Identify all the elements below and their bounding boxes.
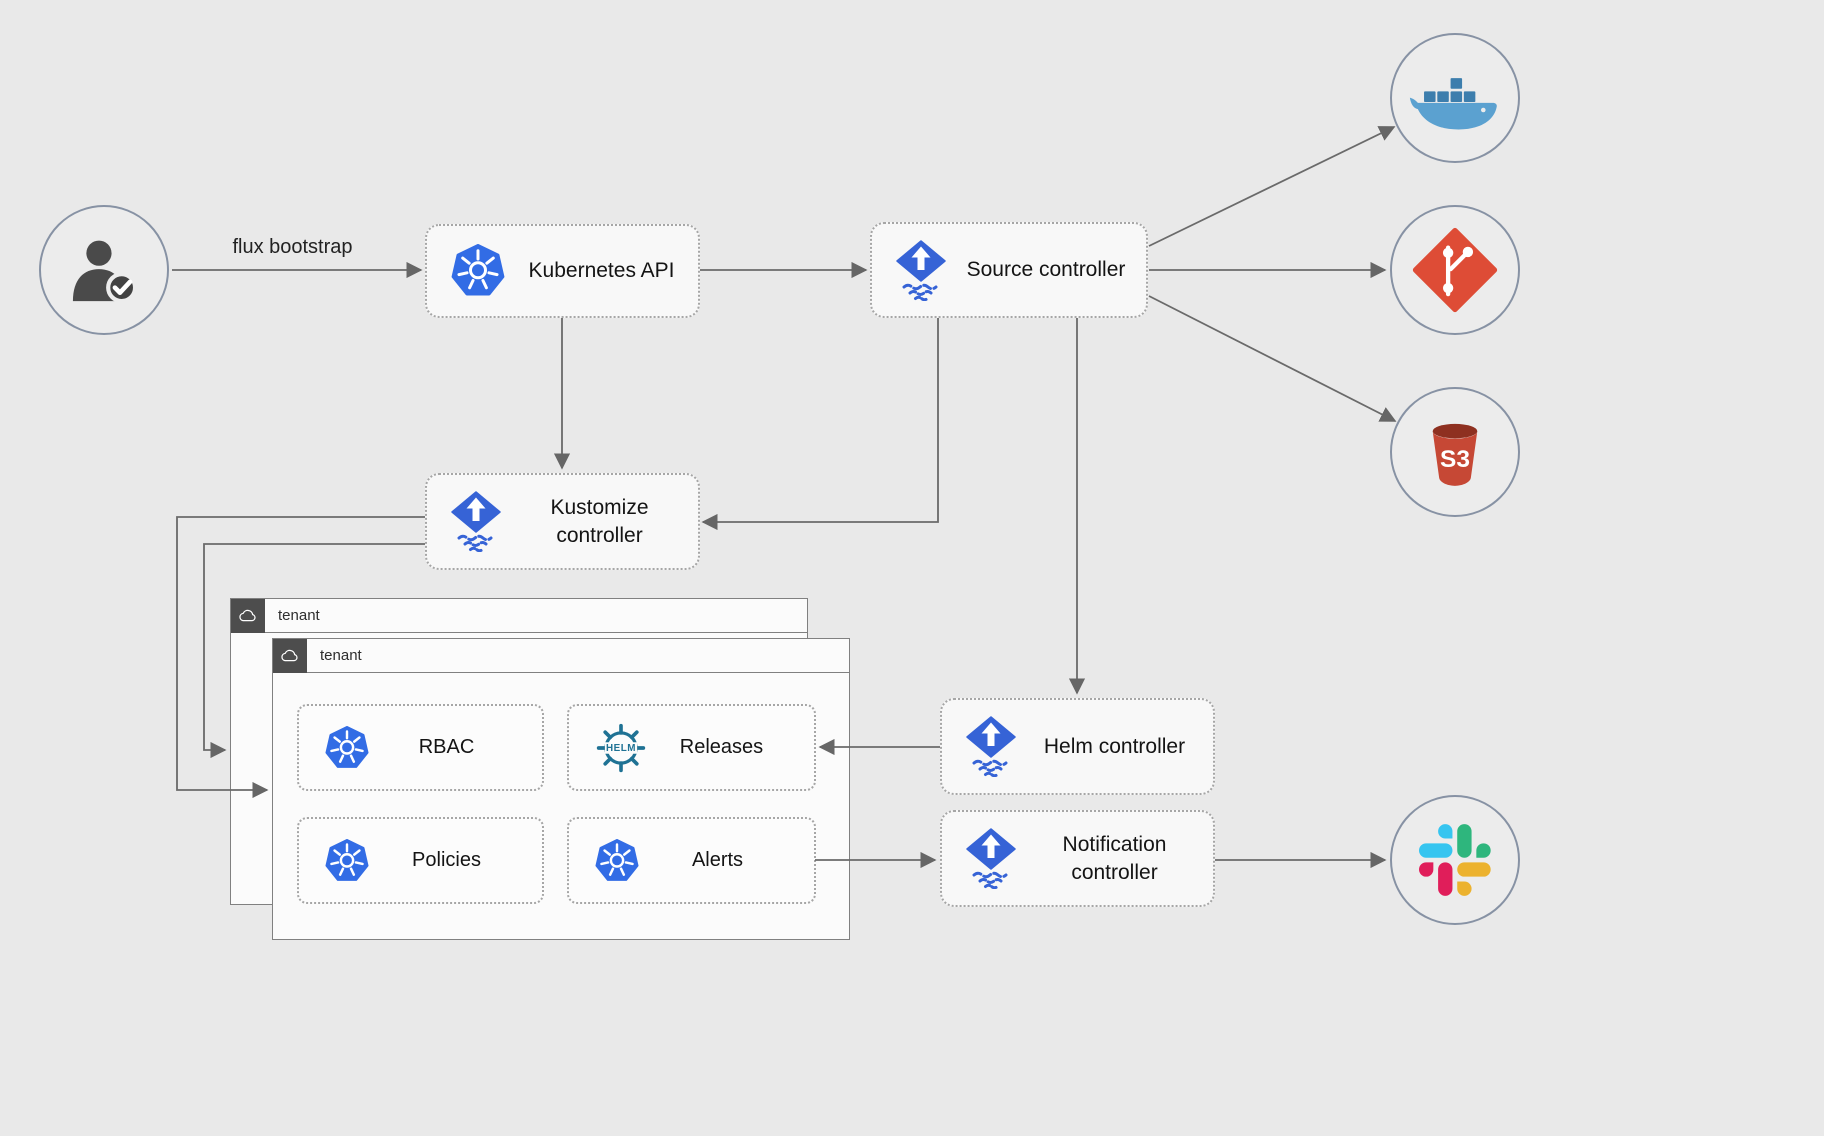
edge-source-to-s3 [1148,295,1397,422]
tenant-title: tenant [278,607,320,624]
slack-icon [1419,824,1491,896]
node-kubernetes-api: Kubernetes API [425,224,700,318]
tenant-window-front: tenant RBAC HELM [272,638,850,940]
node-label: Alerts [691,849,744,871]
docker-icon [1409,77,1497,129]
node-policies: Policies [297,817,544,904]
user-check-icon [72,240,138,304]
node-git-repository [1390,205,1520,335]
cloud-icon [231,598,265,633]
flux-icon [966,828,1016,889]
node-kustomize-controller: Kustomize controller [425,473,700,570]
helm-text: HELM [606,743,636,754]
tenant-title: tenant [320,647,362,664]
tenant-header: tenant [231,598,807,633]
node-label: RBAC [418,736,475,758]
node-label: Source controller [966,258,1126,282]
node-user [39,205,169,335]
node-label: Policies [412,849,481,871]
cloud-icon [273,638,307,673]
node-label: Helm controller [1043,734,1186,758]
node-label: Kustomize controller [550,496,649,547]
node-label: Releases [679,736,764,758]
edge-source-to-kustomize [701,318,939,531]
kubernetes-icon [451,244,505,298]
flux-icon [896,240,946,301]
kubernetes-icon [595,839,639,883]
kubernetes-icon [325,839,369,883]
node-helm-controller: Helm controller [940,698,1215,795]
helm-icon: HELM [596,723,646,772]
node-source-controller: Source controller [870,222,1148,318]
node-docker-registry [1390,33,1520,163]
kubernetes-icon [325,726,369,770]
node-s3-bucket: S3 [1390,387,1520,517]
flux-icon [451,491,501,552]
node-releases: HELM Releases [567,704,816,791]
s3-icon: S3 [1432,423,1478,486]
tenant-header: tenant [273,638,849,673]
node-rbac: RBAC [297,704,544,791]
node-alerts: Alerts [567,817,816,904]
node-slack [1390,795,1520,925]
flux-bootstrap-label: flux bootstrap [232,236,353,258]
edge-source-to-docker [1148,126,1396,247]
node-notification-controller: Notification controller [940,810,1215,907]
node-label: Kubernetes API [528,259,675,283]
git-icon [1412,227,1498,313]
node-label: Notification controller [1062,833,1167,884]
flux-icon [966,716,1016,777]
s3-text: S3 [1440,446,1470,473]
